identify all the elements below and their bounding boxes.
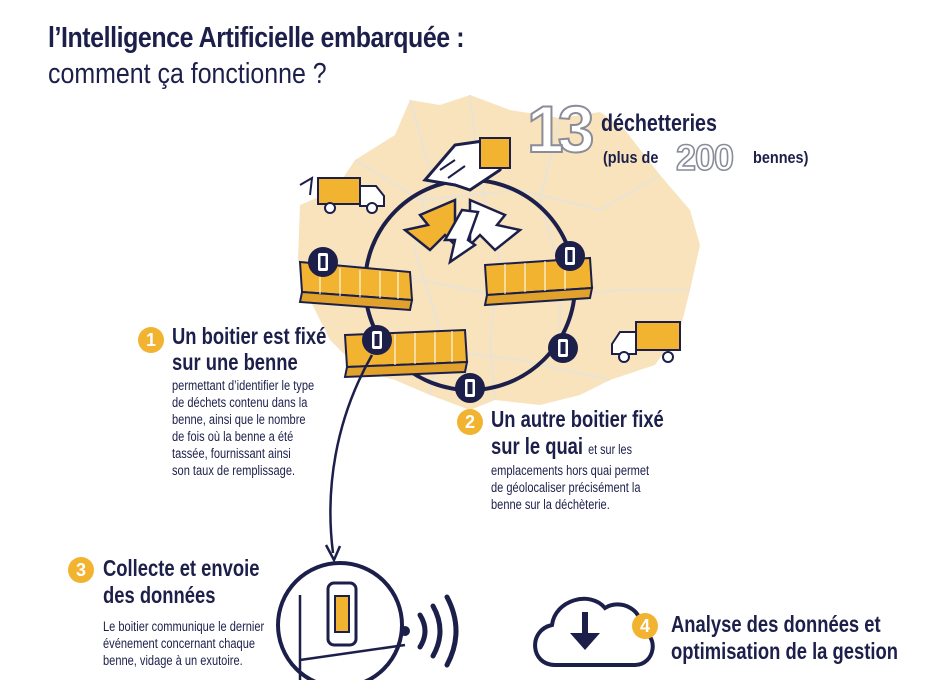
step-2-heading: Un autre boitier fixé <box>491 406 664 432</box>
step-2-text: emplacements hors quai permet de géoloca… <box>491 462 684 513</box>
step-1-text-line: son taux de remplissage. <box>172 463 296 478</box>
sensor-box-icon <box>555 241 585 271</box>
step-1-text-line: de déchets contenu dans la <box>172 395 308 410</box>
step-1-text-line: benne, ainsi que le nombre <box>172 412 306 427</box>
sites-number: 13 <box>526 92 595 166</box>
sensor-box-icon <box>548 333 578 363</box>
cloud-download-icon <box>533 597 655 667</box>
step-1-text: permettant d’identifier le type de déche… <box>172 377 345 479</box>
flow-arrow-head <box>324 544 342 563</box>
step-3-text-line: événement concernant chaque <box>103 636 256 651</box>
step-4-badge: 4 <box>632 613 658 639</box>
flow-arrow <box>329 354 374 554</box>
device-circle <box>276 561 406 680</box>
wifi-signal-icon <box>400 594 459 668</box>
page-title: l’Intelligence Artificielle embarquée : <box>48 22 465 54</box>
step-1-heading: Un boitier est fixé <box>172 323 327 349</box>
step-1-text-line: de fois où la benne a été <box>172 429 294 444</box>
step-3-text-line: Le boitier communique le dernier <box>103 619 265 634</box>
sensor-box-icon <box>455 373 485 403</box>
step-3-text: Le boitier communique le dernier événeme… <box>103 618 300 669</box>
step-2-heading-2: sur le quai et sur les <box>491 433 632 463</box>
step-2-text-line: emplacements hors quai permet <box>491 463 650 478</box>
bennes-prefix: (plus de <box>603 148 659 167</box>
step-2-text-line: de géolocaliser précisément la <box>491 480 641 495</box>
step-2-inline-text: et sur les <box>588 442 632 457</box>
bennes-suffix: bennes) <box>753 148 809 167</box>
sensor-box-icon <box>308 247 338 277</box>
hand-icon <box>422 137 511 192</box>
step-3-text-line: benne, vidage à un exutoire. <box>103 653 243 668</box>
step-1-text-line: permettant d’identifier le type <box>172 378 315 393</box>
bennes-number: 200 <box>675 137 735 178</box>
recycle-arrows-icon <box>402 198 523 265</box>
step-2-text-line: benne sur la déchèterie. <box>491 497 610 512</box>
step-4-heading-2: optimisation de la gestion <box>671 638 898 664</box>
step-3-heading: Collecte et envoie <box>103 555 260 581</box>
step-1-badge: 1 <box>138 327 164 353</box>
sites-label: déchetteries <box>601 110 717 137</box>
step-2-badge: 2 <box>457 409 483 435</box>
step-4-heading: Analyse des données et <box>671 611 881 637</box>
page-subtitle: comment ça fonctionne ? <box>48 58 327 90</box>
truck-icon <box>299 176 385 214</box>
step-1-text-line: tassée, fournissant ainsi <box>172 446 291 461</box>
truck-icon <box>611 321 681 363</box>
step-3-badge: 3 <box>68 557 94 583</box>
step-1-heading-2: sur une benne <box>172 349 298 375</box>
step-2-heading-bold: sur le quai <box>491 433 584 459</box>
sensor-box-icon <box>362 325 392 355</box>
step-3-heading-2: des données <box>103 582 216 608</box>
